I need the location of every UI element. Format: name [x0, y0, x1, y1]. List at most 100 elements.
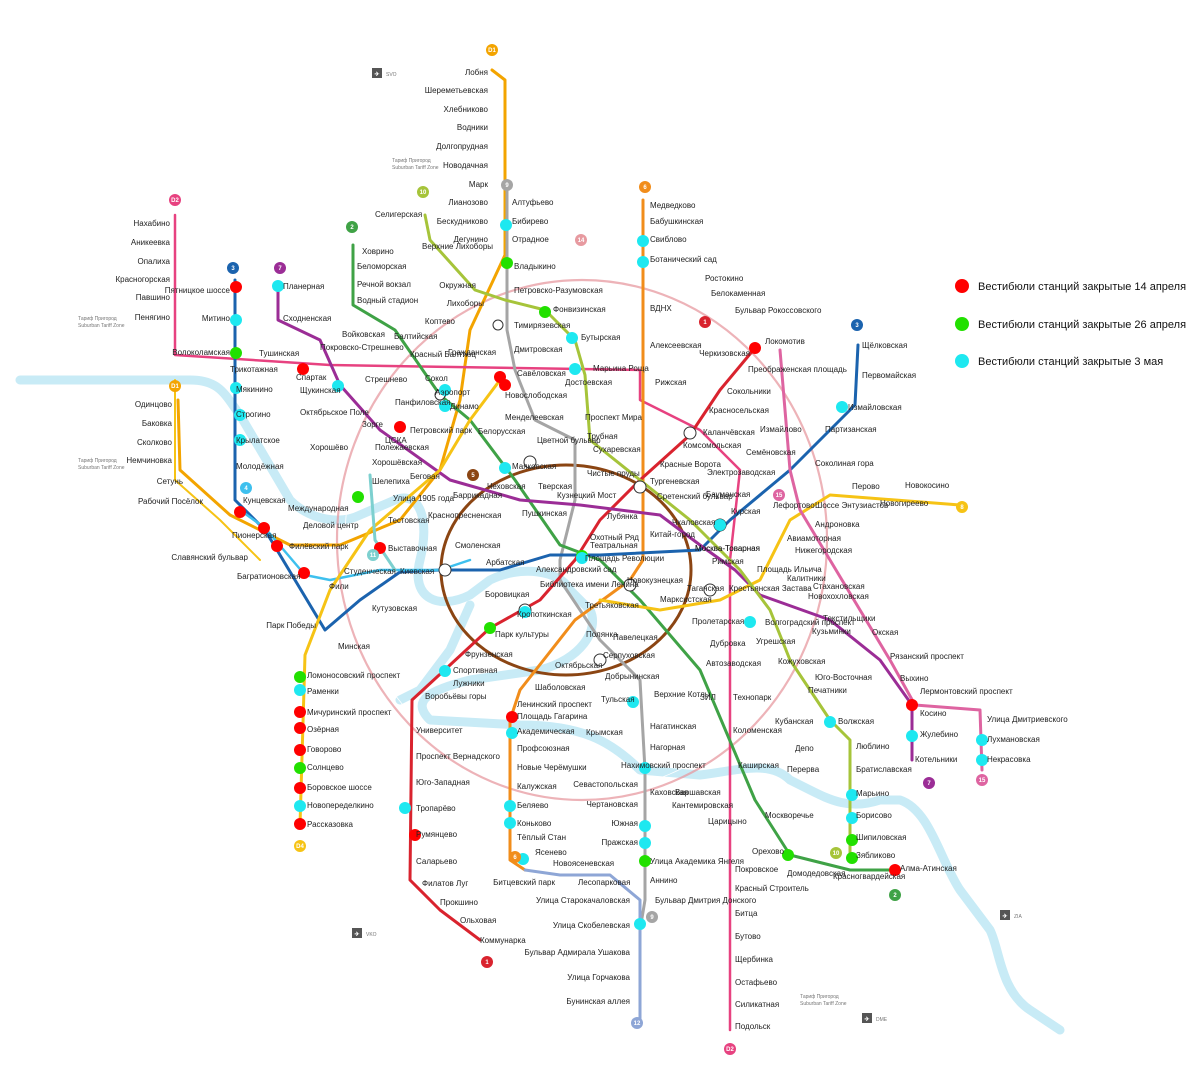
station-label: Щёлковская	[862, 341, 907, 350]
station-label: Павшино	[136, 293, 171, 302]
line-badge-label: 2	[350, 225, 354, 231]
station-label: Партизанская	[825, 425, 877, 434]
line-badge-circle	[346, 221, 358, 233]
svg-text:VKO: VKO	[366, 932, 377, 938]
station-label: Кожуховская	[778, 657, 825, 666]
station-label: Долгопрудная	[436, 142, 488, 151]
line-badge: 6	[509, 851, 521, 863]
station-label: Сокольники	[727, 387, 771, 396]
station-label: Сходненская	[283, 314, 331, 323]
line-badge: 7	[923, 777, 935, 789]
station-label: Бутово	[735, 932, 761, 941]
line-badge-label: D2	[726, 1047, 734, 1053]
station-label: Угрешская	[756, 637, 795, 646]
station-label: Озёрная	[307, 725, 339, 734]
station-label: Деловой центр	[303, 521, 359, 530]
line-badge: 2	[346, 221, 358, 233]
line-badge-label: 15	[776, 493, 783, 499]
airport-dme: ✈ DME	[862, 1013, 888, 1023]
station-label: Юго-Западная	[416, 778, 470, 787]
station-label: Лухмановская	[987, 735, 1040, 744]
station-label: Локомотив	[765, 337, 805, 346]
station-label: Нахимовский проспект	[621, 761, 706, 770]
station-label: Царицыно	[708, 817, 747, 826]
line-badge-circle	[467, 469, 479, 481]
station-label: Третьяковская	[585, 601, 639, 610]
line-badge: 1	[481, 956, 493, 968]
station-label: Гражданская	[448, 348, 496, 357]
line-badge: 9	[646, 911, 658, 923]
closure-marker	[271, 540, 283, 552]
station-label: Аникеевка	[131, 238, 171, 247]
station-label: Цветной бульвар	[537, 436, 601, 445]
station-label: Маяковская	[512, 462, 556, 471]
station-label: Говорово	[307, 745, 342, 754]
station-label: Лихоборы	[447, 299, 485, 308]
svg-text:✈: ✈	[354, 931, 359, 938]
closure-marker	[294, 706, 306, 718]
closure-marker	[504, 817, 516, 829]
station-label: Алма-Атинская	[900, 864, 957, 873]
closure-marker	[332, 380, 344, 392]
line-badge-circle	[367, 549, 379, 561]
station-label: Бульвар Рокоссовского	[735, 306, 822, 315]
closure-marker	[824, 716, 836, 728]
station-label: Митино	[202, 314, 231, 323]
svg-text:✈: ✈	[374, 71, 379, 78]
station-label: ЗИЛ	[700, 693, 716, 702]
station-label: Автозаводская	[706, 659, 761, 668]
station-label: Подольск	[735, 1022, 771, 1031]
station-label: Студенческая	[344, 567, 396, 576]
line-badge-circle	[646, 911, 658, 923]
station-label: Крымская	[586, 728, 623, 737]
line-badge-label: 3	[231, 266, 235, 272]
line-badge-label: D1	[488, 48, 496, 54]
station-label: Достоевская	[565, 378, 612, 387]
station-label: Раменки	[307, 687, 339, 696]
closure-marker	[889, 864, 901, 876]
closure-marker	[439, 665, 451, 677]
station-label: Бабушкинская	[650, 217, 703, 226]
line-badge-label: 3	[855, 323, 859, 329]
station-label: Пенягино	[135, 313, 171, 322]
line-badge-label: 8	[960, 505, 964, 511]
station-label: Спартак	[296, 373, 327, 382]
station-label: Бульвар Адмирала Ушакова	[525, 948, 631, 957]
station-label: Парк Победы	[266, 621, 316, 630]
station-label: Войковская	[342, 330, 385, 339]
station-label: Медведково	[650, 201, 696, 210]
station-label: Лефортово	[773, 501, 815, 510]
svg-text:SVO: SVO	[386, 72, 397, 78]
station-label: Пушкинская	[522, 509, 567, 518]
station-label: Перово	[852, 482, 880, 491]
closure-marker	[906, 699, 918, 711]
station-label: Бутырская	[581, 333, 620, 342]
station-label: Чистые пруды	[587, 469, 640, 478]
closure-marker	[294, 744, 306, 756]
closure-marker	[499, 462, 511, 474]
station-label: Новослободская	[505, 391, 567, 400]
station-label: Комсомольская	[683, 441, 741, 450]
station-label: Улица Старокачаловская	[536, 896, 630, 905]
closure-marker	[519, 606, 531, 618]
station-label: Выхино	[900, 674, 929, 683]
station-label: Баррикадная	[453, 491, 502, 500]
closure-marker	[294, 800, 306, 812]
closure-marker	[846, 812, 858, 824]
station-label: Хорошёвская	[372, 458, 422, 467]
line-badge: 7	[274, 262, 286, 274]
line-badge-circle	[417, 186, 429, 198]
closure-marker	[976, 734, 988, 746]
station-label: Тимирязевская	[514, 321, 570, 330]
station-label: Мичуринский проспект	[307, 708, 392, 717]
station-label: Сретенский бульвар	[657, 492, 733, 501]
line-badge-circle	[724, 1043, 736, 1055]
closure-marker	[714, 519, 726, 531]
line-badge-circle	[889, 889, 901, 901]
station-label: Рязанский проспект	[890, 652, 964, 661]
station-label: Ботанический сад	[650, 255, 717, 264]
station-label: Сокол	[425, 374, 448, 383]
station-label: Фрунзенская	[465, 650, 513, 659]
closure-marker	[639, 820, 651, 832]
station-label: Румянцево	[416, 830, 458, 839]
